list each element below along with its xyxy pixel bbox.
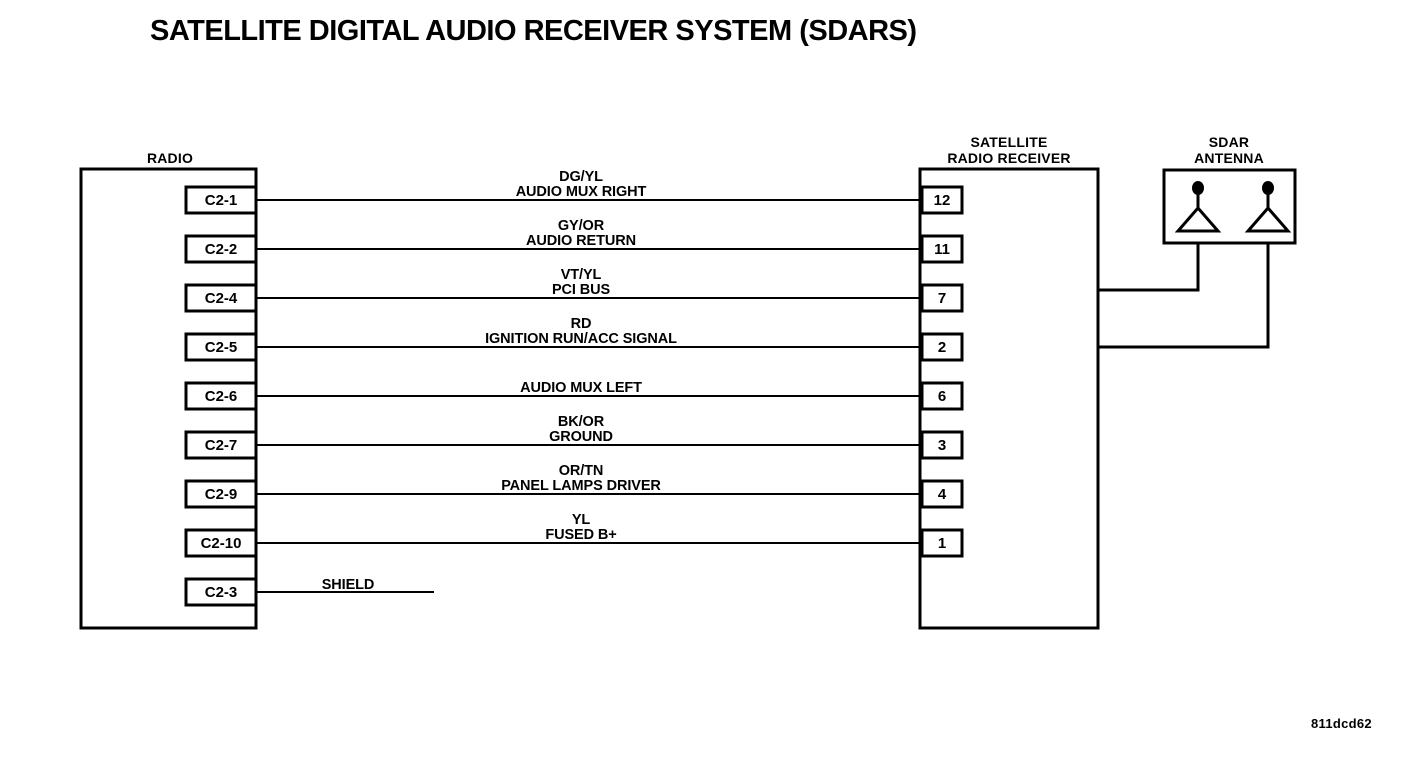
radio-pin-box-6[interactable] — [184, 430, 258, 460]
wire-signal-1: AUDIO MUX RIGHT — [516, 184, 647, 200]
receiver-pin-label-2: 11 — [934, 241, 950, 258]
receiver-pin-box-7[interactable] — [920, 479, 964, 509]
circuit-row-3: C2-4 7 VT/YL PCI BUS — [184, 267, 964, 313]
radio-pin-label-4: C2-5 — [205, 339, 238, 356]
receiver-pin-box-5[interactable] — [920, 381, 964, 411]
receiver-pin-box-8[interactable] — [920, 528, 964, 558]
radio-pin-label-1: C2-1 — [205, 192, 238, 209]
radio-pin-box-8[interactable] — [184, 528, 258, 558]
receiver-pin-label-4: 2 — [938, 339, 946, 356]
antenna-symbol-right — [1244, 181, 1292, 233]
wire-color-1: DG/YL — [559, 169, 603, 185]
page-title: SATELLITE DIGITAL AUDIO RECEIVER SYSTEM … — [150, 15, 917, 47]
wire-color-4: RD — [571, 316, 592, 332]
receiver-pin-label-7: 4 — [938, 486, 947, 503]
receiver-pin-box-1[interactable] — [920, 185, 964, 215]
circuit-row-7: C2-9 4 OR/TN PANEL LAMPS DRIVER — [184, 463, 964, 509]
radio-pin-box-9[interactable] — [184, 577, 258, 607]
wire-signal-6: GROUND — [549, 429, 613, 445]
circuit-row-9: C2-3 SHIELD — [184, 577, 434, 607]
radio-pin-box-2[interactable] — [184, 234, 258, 264]
radio-pin-box-4[interactable] — [184, 332, 258, 362]
wire-color-6: BK/OR — [558, 414, 605, 430]
wire-color-7: OR/TN — [559, 463, 604, 479]
antenna-label-line1: SDAR — [1209, 134, 1249, 150]
receiver-pin-box-4[interactable] — [920, 332, 964, 362]
radio-pin-label-5: C2-6 — [205, 388, 238, 405]
wire-signal-9: SHIELD — [322, 577, 375, 593]
antenna-symbol-left — [1174, 181, 1222, 233]
radio-pin-box-5[interactable] — [184, 381, 258, 411]
radio-pin-label-2: C2-2 — [205, 241, 238, 258]
wire-signal-8: FUSED B+ — [545, 527, 616, 543]
receiver-pin-label-5: 6 — [938, 388, 946, 405]
wire-color-2: GY/OR — [558, 218, 605, 234]
wire-color-8: YL — [572, 512, 591, 528]
radio-pin-label-9: C2-3 — [205, 584, 238, 601]
circuit-row-4: C2-5 2 RD IGNITION RUN/ACC SIGNAL — [184, 316, 964, 362]
radio-pin-box-3[interactable] — [184, 283, 258, 313]
wire-color-3: VT/YL — [561, 267, 602, 283]
radio-pin-box-1[interactable] — [184, 185, 258, 215]
radio-pin-label-6: C2-7 — [205, 437, 238, 454]
receiver-pin-label-8: 1 — [938, 535, 946, 552]
receiver-pin-label-6: 3 — [938, 437, 946, 454]
antenna-lead-left — [1098, 243, 1200, 292]
receiver-pin-label-3: 7 — [938, 290, 946, 307]
receiver-pin-label-1: 12 — [934, 192, 951, 209]
radio-pin-label-7: C2-9 — [205, 486, 238, 503]
figure-code: 811dcd62 — [1311, 716, 1372, 731]
wire-signal-3: PCI BUS — [552, 282, 611, 298]
radio-pin-label-8: C2-10 — [201, 535, 242, 552]
wire-signal-5: AUDIO MUX LEFT — [520, 380, 642, 396]
radio-label: RADIO — [147, 150, 193, 166]
antenna-lead-right — [1098, 243, 1270, 349]
circuit-row-5: C2-6 6 AUDIO MUX LEFT — [184, 380, 964, 411]
wire-signal-7: PANEL LAMPS DRIVER — [501, 478, 661, 494]
radio-pin-label-3: C2-4 — [205, 290, 238, 307]
circuit-row-8: C2-10 1 YL FUSED B+ — [184, 512, 964, 558]
circuit-row-6: C2-7 3 BK/OR GROUND — [184, 414, 964, 460]
wire-signal-2: AUDIO RETURN — [526, 233, 636, 249]
antenna-label-line2: ANTENNA — [1194, 150, 1264, 166]
receiver-pin-box-6[interactable] — [920, 430, 964, 460]
receiver-label-line1: SATELLITE — [971, 134, 1048, 150]
receiver-pin-box-3[interactable] — [920, 283, 964, 313]
receiver-label-line2: RADIO RECEIVER — [947, 150, 1070, 166]
wire-signal-4: IGNITION RUN/ACC SIGNAL — [485, 331, 677, 347]
circuit-row-1: C2-1 12 DG/YL AUDIO MUX RIGHT — [184, 169, 964, 215]
radio-pin-box-7[interactable] — [184, 479, 258, 509]
receiver-pin-box-2[interactable] — [920, 234, 964, 264]
circuit-row-2: C2-2 11 GY/OR AUDIO RETURN — [184, 218, 964, 264]
